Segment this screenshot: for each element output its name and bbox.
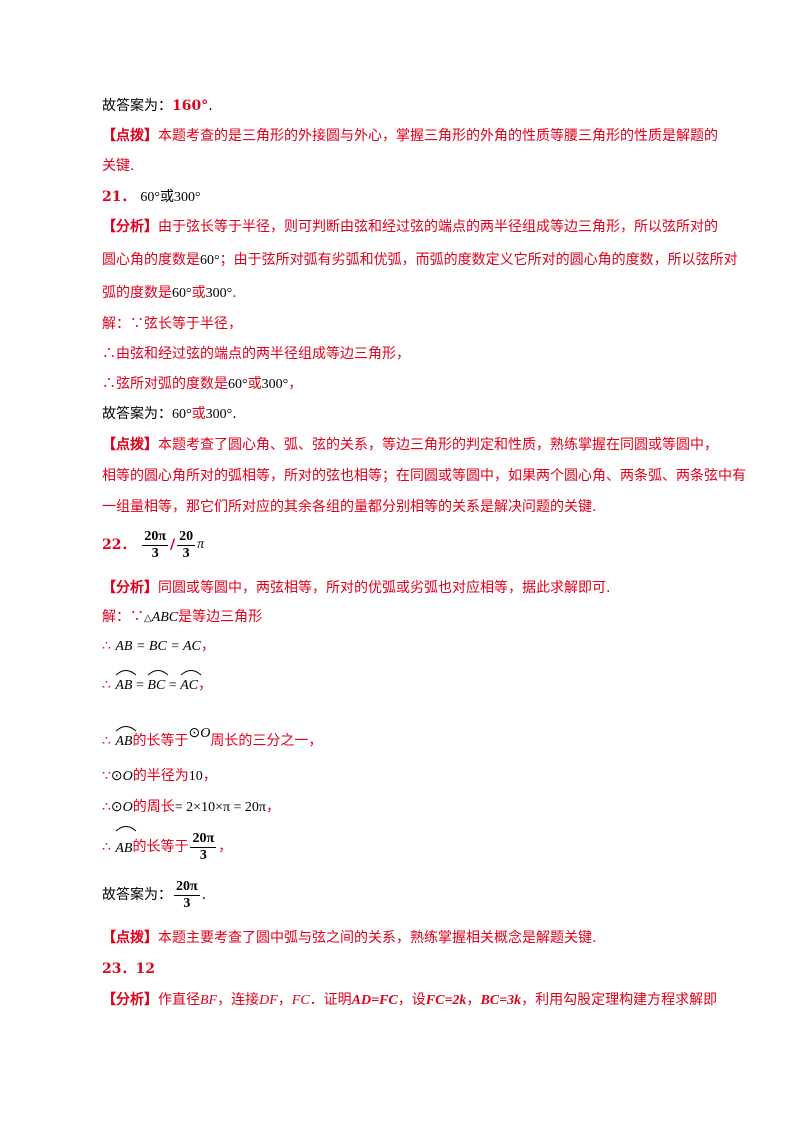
tip-21-line1: 【点拨】本题考查了圆心角、弧、弦的关系，等边三角形的判定和性质，熟练掌握在同圆或… [102, 437, 718, 453]
analysis-tag: 【分析】 [102, 580, 158, 596]
solution-22-line2: ∴ AB = BC = AC， [102, 638, 215, 654]
circumference-equation: = 2×10×π = 20π [174, 800, 266, 815]
tip-tag: 【点拨】 [102, 128, 158, 144]
circle-dot-icon: ⊙ [188, 726, 201, 741]
question-21-answer: 21． 60°或300° [102, 189, 201, 205]
question-number: 21． [102, 189, 136, 205]
analysis-23-line1: 【分析】作直径BF，连接DF，FC．证明AD=FC，设FC=2k，BC=3k，利… [102, 992, 718, 1008]
analysis-tag: 【分析】 [102, 992, 158, 1008]
tip-line-20: 【点拨】本题考查的是三角形的外接圆与外心，掌握三角形的外角的性质等腰三角形的性质… [102, 128, 718, 144]
fraction-20-3: 20 3 [177, 528, 196, 561]
question-number: 23． [102, 961, 136, 977]
answer-value: 160° [172, 98, 209, 114]
solution-22-line4: ∴ AB的长等于⊙O周长的三分之一， [102, 726, 322, 752]
tip-21-line3: 一组量相等，那它们所对应的其余各组的量都分别相等的关系是解决问题的关键. [102, 499, 597, 515]
question-number: 22． [102, 537, 136, 553]
solution-22-line5: ∵⊙O的半径为10， [102, 768, 217, 784]
analysis-tag: 【分析】 [102, 219, 158, 235]
arc-ac: AC [180, 670, 202, 696]
answer-line-21: 故答案为：60°或300°. [102, 406, 237, 422]
solution-21-line3: ∴弦所对弧的度数是60°或300°， [102, 376, 303, 392]
fraction-20pi-3: 20π 3 [142, 528, 169, 561]
solution-22-line3: ∴ AB = BC = AC， [102, 670, 212, 696]
solution-22-line1: 解：∵△ABC是等边三角形 [102, 609, 263, 625]
answer-prefix: 故答案为： [102, 98, 172, 114]
tip-line-20-cont: 关键. [102, 158, 135, 174]
solution-22-line6: ∴⊙O的周长= 2×10×π = 20π， [102, 799, 280, 815]
tip-tag: 【点拨】 [102, 930, 158, 946]
analysis-21-line3: 弧的度数是60°或300°. [102, 285, 237, 301]
analysis-22-line1: 【分析】同圆或等圆中，两弦相等，所对的优弧或劣弧也对应相等，据此求解即可. [102, 580, 611, 596]
answer-line-20: 故答案为：160°. [102, 98, 213, 114]
analysis-21-line2: 圆心角的度数是60°；由于弦所对弧有劣弧和优弧，而弧的度数定义它所对的圆心角的度… [102, 252, 738, 268]
tip-tag: 【点拨】 [102, 437, 158, 453]
equation-sides-equal: AB = BC = AC [115, 639, 201, 654]
tip-21-line2: 相等的圆心角所对的弧相等，所对的弦也相等；在同圆或等圆中，如果两个圆心角、两条弧… [102, 468, 746, 484]
arc-bc: BC [147, 670, 169, 696]
arc-ab: AB [115, 826, 137, 866]
solution-21-line2: ∴由弦和经过弦的端点的两半径组成等边三角形， [102, 346, 410, 362]
solution-21-line1: 解：∵弦长等于半径， [102, 316, 242, 332]
answer-value: 12 [135, 961, 155, 977]
tip-22-line1: 【点拨】本题主要考查了圆中弧与弦之间的关系，熟练掌握相关概念是解题关键. [102, 930, 597, 946]
arc-ab: AB [115, 670, 137, 696]
question-22-answer: 22． 20π 3 / 20 3 π [102, 528, 205, 561]
arc-ab: AB [115, 726, 137, 752]
analysis-21-line1: 【分析】由于弦长等于半径，则可判断由弦和经过弦的端点的两半径组成等边三角形，所以… [102, 219, 718, 235]
circle-dot-icon: ⊙ [110, 800, 123, 815]
circle-dot-icon: ⊙ [110, 769, 123, 784]
question-23-answer: 23．12 [102, 959, 155, 979]
